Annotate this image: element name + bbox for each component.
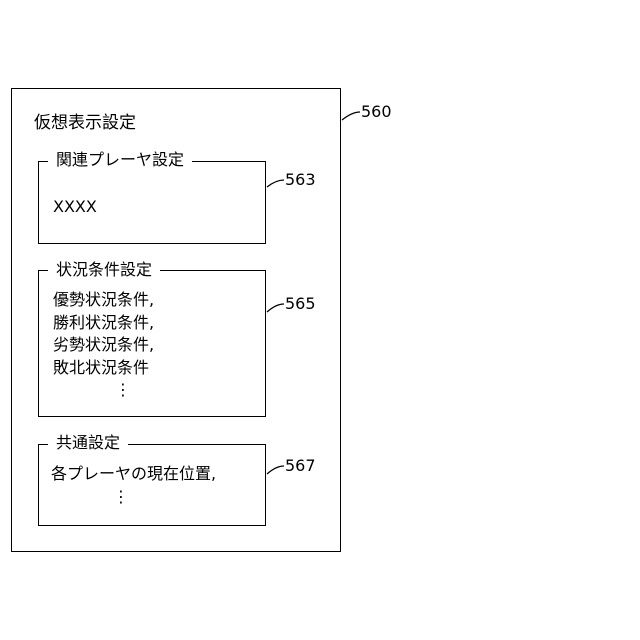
leader-line-563 bbox=[267, 180, 284, 187]
leader-line-565 bbox=[267, 304, 284, 312]
reference-number-560: 560 bbox=[361, 102, 392, 121]
reference-number-563: 563 bbox=[285, 170, 316, 189]
leader-line-567 bbox=[267, 466, 284, 474]
reference-number-567: 567 bbox=[285, 456, 316, 475]
reference-number-565: 565 bbox=[285, 294, 316, 313]
leader-line-560 bbox=[342, 112, 360, 120]
